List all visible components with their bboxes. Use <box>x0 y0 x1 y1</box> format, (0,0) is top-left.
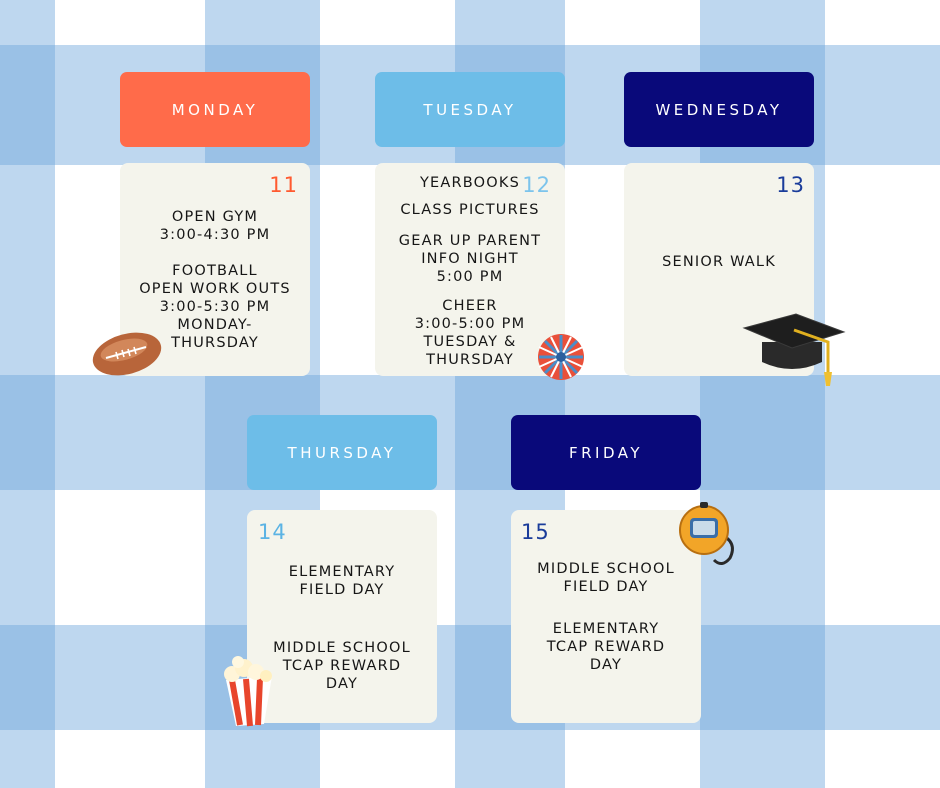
tuesday-card: 12 YEARBOOKS CLASS PICTURES GEAR UP PARE… <box>375 163 565 376</box>
monday-event-line: MONDAY- <box>177 317 253 333</box>
stopwatch-icon <box>679 502 734 565</box>
tuesday-event-line: 5:00 PM <box>436 269 504 285</box>
tuesday-event-line: INFO NIGHT <box>421 251 519 267</box>
thursday-label: THURSDAY <box>287 443 397 462</box>
wednesday-event-line: SENIOR WALK <box>662 254 776 270</box>
monday-label: MONDAY <box>171 100 259 119</box>
thursday-date: 14 <box>258 520 287 544</box>
thursday-event-line: ELEMENTARY <box>288 564 396 580</box>
tuesday-header: TUESDAY <box>375 72 565 147</box>
tuesday-event-line: THURSDAY <box>426 352 514 368</box>
friday-event-line: DAY <box>589 657 623 673</box>
thursday-event-line: FIELD DAY <box>299 582 385 598</box>
tuesday-event-line: CLASS PICTURES <box>400 202 540 218</box>
monday-event-line: 3:00-4:30 PM <box>159 227 271 243</box>
monday-event-line: FOOTBALL <box>172 263 258 279</box>
tuesday-event-line: TUESDAY & <box>423 334 517 350</box>
friday-label: FRIDAY <box>568 443 644 462</box>
wednesday-date: 13 <box>776 173 805 197</box>
pom-pom-icon <box>538 334 584 380</box>
tuesday-label: TUESDAY <box>423 100 517 119</box>
tuesday-event-line: YEARBOOKS <box>419 175 521 191</box>
friday-card: 15 MIDDLE SCHOOL FIELD DAY ELEMENTARY TC… <box>511 510 701 723</box>
tuesday-event-line: GEAR UP PARENT <box>398 233 542 249</box>
friday-date: 15 <box>521 520 550 544</box>
thursday-header: THURSDAY <box>247 415 437 490</box>
football-icon <box>92 332 162 376</box>
friday-event-line: TCAP REWARD <box>546 639 666 655</box>
thursday-event-line: TCAP REWARD <box>282 658 402 674</box>
tuesday-date: 12 <box>522 173 551 197</box>
wednesday-header: WEDNESDAY <box>624 72 814 147</box>
tuesday-event-line: CHEER <box>442 298 498 314</box>
wednesday-label: WEDNESDAY <box>655 100 783 119</box>
monday-date: 11 <box>269 173 298 197</box>
background-stripe <box>0 625 940 730</box>
graduation-cap-icon <box>742 313 846 386</box>
monday-event-line: THURSDAY <box>171 335 259 351</box>
monday-event-line: 3:00-5:30 PM <box>159 299 271 315</box>
thursday-event-line: DAY <box>325 676 359 692</box>
background-stripe <box>0 0 55 788</box>
thursday-event-line: MIDDLE SCHOOL <box>273 640 411 656</box>
popcorn-icon <box>224 656 272 727</box>
friday-header: FRIDAY <box>511 415 701 490</box>
friday-event-line: MIDDLE SCHOOL <box>537 561 675 577</box>
tuesday-event-line: 3:00-5:00 PM <box>414 316 526 332</box>
monday-event-line: OPEN GYM <box>171 209 259 225</box>
monday-header: MONDAY <box>120 72 310 147</box>
friday-event-line: ELEMENTARY <box>552 621 660 637</box>
monday-event-line: OPEN WORK OUTS <box>139 281 291 297</box>
thursday-card: 14 ELEMENTARY FIELD DAY MIDDLE SCHOOL TC… <box>247 510 437 723</box>
background-stripe <box>0 375 940 490</box>
friday-event-line: FIELD DAY <box>563 579 649 595</box>
